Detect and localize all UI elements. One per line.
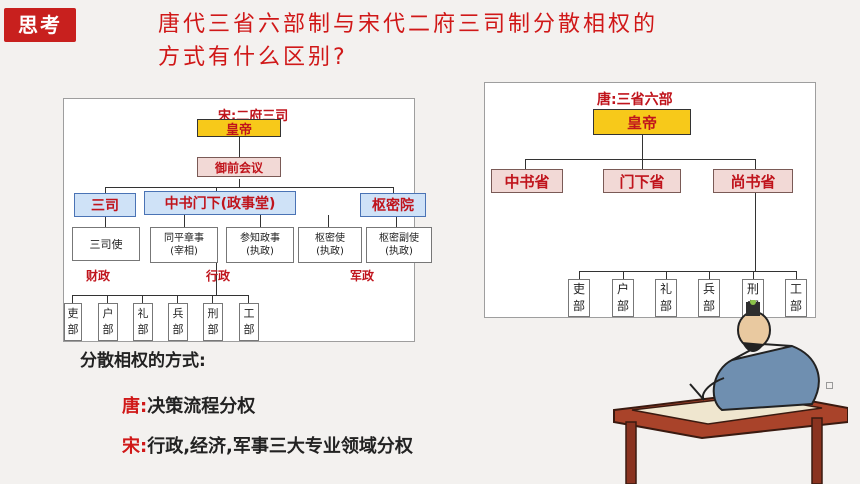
summary-heading: 分散相权的方式: bbox=[80, 351, 206, 371]
scholar-writing-illustration bbox=[613, 300, 848, 484]
canzhi-line-2: (执政) bbox=[246, 246, 274, 257]
summary-song-line: 宋:行政,经济,军事三大专业领域分权 bbox=[122, 432, 413, 458]
song-ministry-bing: 兵 部 bbox=[168, 303, 188, 341]
song-diagram-panel: 宋:二府三司 皇帝 御前会议 三司 中书门下(政事堂) 枢密院 三司使 同平章事… bbox=[63, 98, 432, 342]
song-tongping-box: 同平章事 (宰相) bbox=[150, 227, 218, 263]
song-zhongshu-box: 中书门下(政事堂) bbox=[144, 191, 296, 215]
question-text: 唐代三省六部制与宋代二府三司制分散相权的 方式有什么区别? bbox=[158, 8, 658, 74]
think-stamp: 思考 bbox=[4, 8, 76, 42]
summary-tang-line: 唐:决策流程分权 bbox=[122, 392, 255, 418]
label-admin: 行政 bbox=[206, 269, 231, 283]
ministry-top: 兵 bbox=[172, 307, 184, 320]
ministry-bottom: 部 bbox=[172, 323, 184, 336]
tang-ministry-lishu: 礼 部 bbox=[655, 279, 677, 317]
song-text: 行政,经济,军事三大专业领域分权 bbox=[147, 436, 413, 457]
ministry-bottom: 部 bbox=[789, 299, 802, 313]
ministry-top: 工 bbox=[789, 282, 802, 296]
tang-ministry-bing: 兵 部 bbox=[698, 279, 720, 317]
shumishi-line-1: 枢密使 bbox=[315, 233, 345, 244]
ministry-bottom: 部 bbox=[207, 323, 219, 336]
song-key: 宋: bbox=[122, 436, 148, 457]
tang-title: 唐:三省六部 bbox=[597, 92, 673, 108]
ministry-top: 户 bbox=[616, 282, 629, 296]
tang-shangshu-box: 尚书省 bbox=[713, 169, 793, 193]
ministry-bottom: 部 bbox=[702, 299, 715, 313]
song-ministry-xing: 刑 部 bbox=[203, 303, 223, 341]
tang-menxia-box: 门下省 bbox=[603, 169, 681, 193]
tongping-line-1: 同平章事 bbox=[164, 233, 204, 244]
song-sansi-box: 三司 bbox=[74, 193, 136, 217]
tang-zhongshu-box: 中书省 bbox=[491, 169, 563, 193]
decorative-square bbox=[826, 382, 833, 389]
song-council-box: 御前会议 bbox=[197, 157, 281, 177]
song-ministry-li: 吏 部 bbox=[64, 303, 82, 341]
label-finance: 财政 bbox=[86, 269, 111, 283]
song-emperor-box: 皇帝 bbox=[197, 119, 281, 138]
song-ministry-lishu: 礼 部 bbox=[133, 303, 153, 341]
ministry-bottom: 部 bbox=[137, 323, 149, 336]
song-ministry-hu: 户 部 bbox=[98, 303, 118, 341]
label-military: 军政 bbox=[350, 269, 375, 283]
song-canzhi-box: 参知政事 (执政) bbox=[226, 227, 294, 263]
tang-emperor-box: 皇帝 bbox=[593, 109, 691, 135]
fushi-line-2: (执政) bbox=[385, 246, 413, 257]
ministry-top: 礼 bbox=[137, 307, 149, 320]
ministry-top: 吏 bbox=[67, 307, 79, 320]
tang-diagram-panel: 唐:三省六部 皇帝 中书省 门下省 尚书省 吏 部 户 部 礼 部 兵 部 刑 … bbox=[484, 82, 816, 318]
song-ministry-gong: 工 部 bbox=[239, 303, 259, 341]
ministry-bottom: 部 bbox=[67, 323, 79, 336]
ministry-top: 礼 bbox=[659, 282, 672, 296]
ministry-top: 吏 bbox=[572, 282, 585, 296]
canzhi-line-1: 参知政事 bbox=[240, 233, 280, 244]
tang-ministry-gong: 工 部 bbox=[785, 279, 807, 317]
question-line-2: 方式有什么区别? bbox=[158, 45, 348, 70]
ministry-bottom: 部 bbox=[616, 299, 629, 313]
ministry-top: 刑 bbox=[746, 282, 759, 296]
song-shumishi-box: 枢密使 (执政) bbox=[298, 227, 362, 263]
fushi-line-1: 枢密副使 bbox=[379, 233, 419, 244]
ministry-top: 工 bbox=[243, 307, 255, 320]
tang-text: 决策流程分权 bbox=[147, 396, 256, 417]
ministry-bottom: 部 bbox=[572, 299, 585, 313]
song-sansishi-box: 三司使 bbox=[72, 227, 140, 261]
shumishi-line-2: (执政) bbox=[316, 246, 344, 257]
ministry-bottom: 部 bbox=[102, 323, 114, 336]
tang-ministry-hu: 户 部 bbox=[612, 279, 634, 317]
ministry-bottom: 部 bbox=[243, 323, 255, 336]
ministry-top: 刑 bbox=[207, 307, 219, 320]
tongping-line-2: (宰相) bbox=[170, 246, 198, 257]
tang-ministry-li: 吏 部 bbox=[568, 279, 590, 317]
tang-key: 唐: bbox=[122, 396, 148, 417]
song-fushi-box: 枢密副使 (执政) bbox=[366, 227, 432, 263]
ministry-top: 户 bbox=[102, 307, 114, 320]
question-line-1: 唐代三省六部制与宋代二府三司制分散相权的 bbox=[158, 12, 659, 37]
ministry-bottom: 部 bbox=[659, 299, 672, 313]
song-shumiyuan-box: 枢密院 bbox=[360, 193, 426, 217]
ministry-top: 兵 bbox=[702, 282, 715, 296]
